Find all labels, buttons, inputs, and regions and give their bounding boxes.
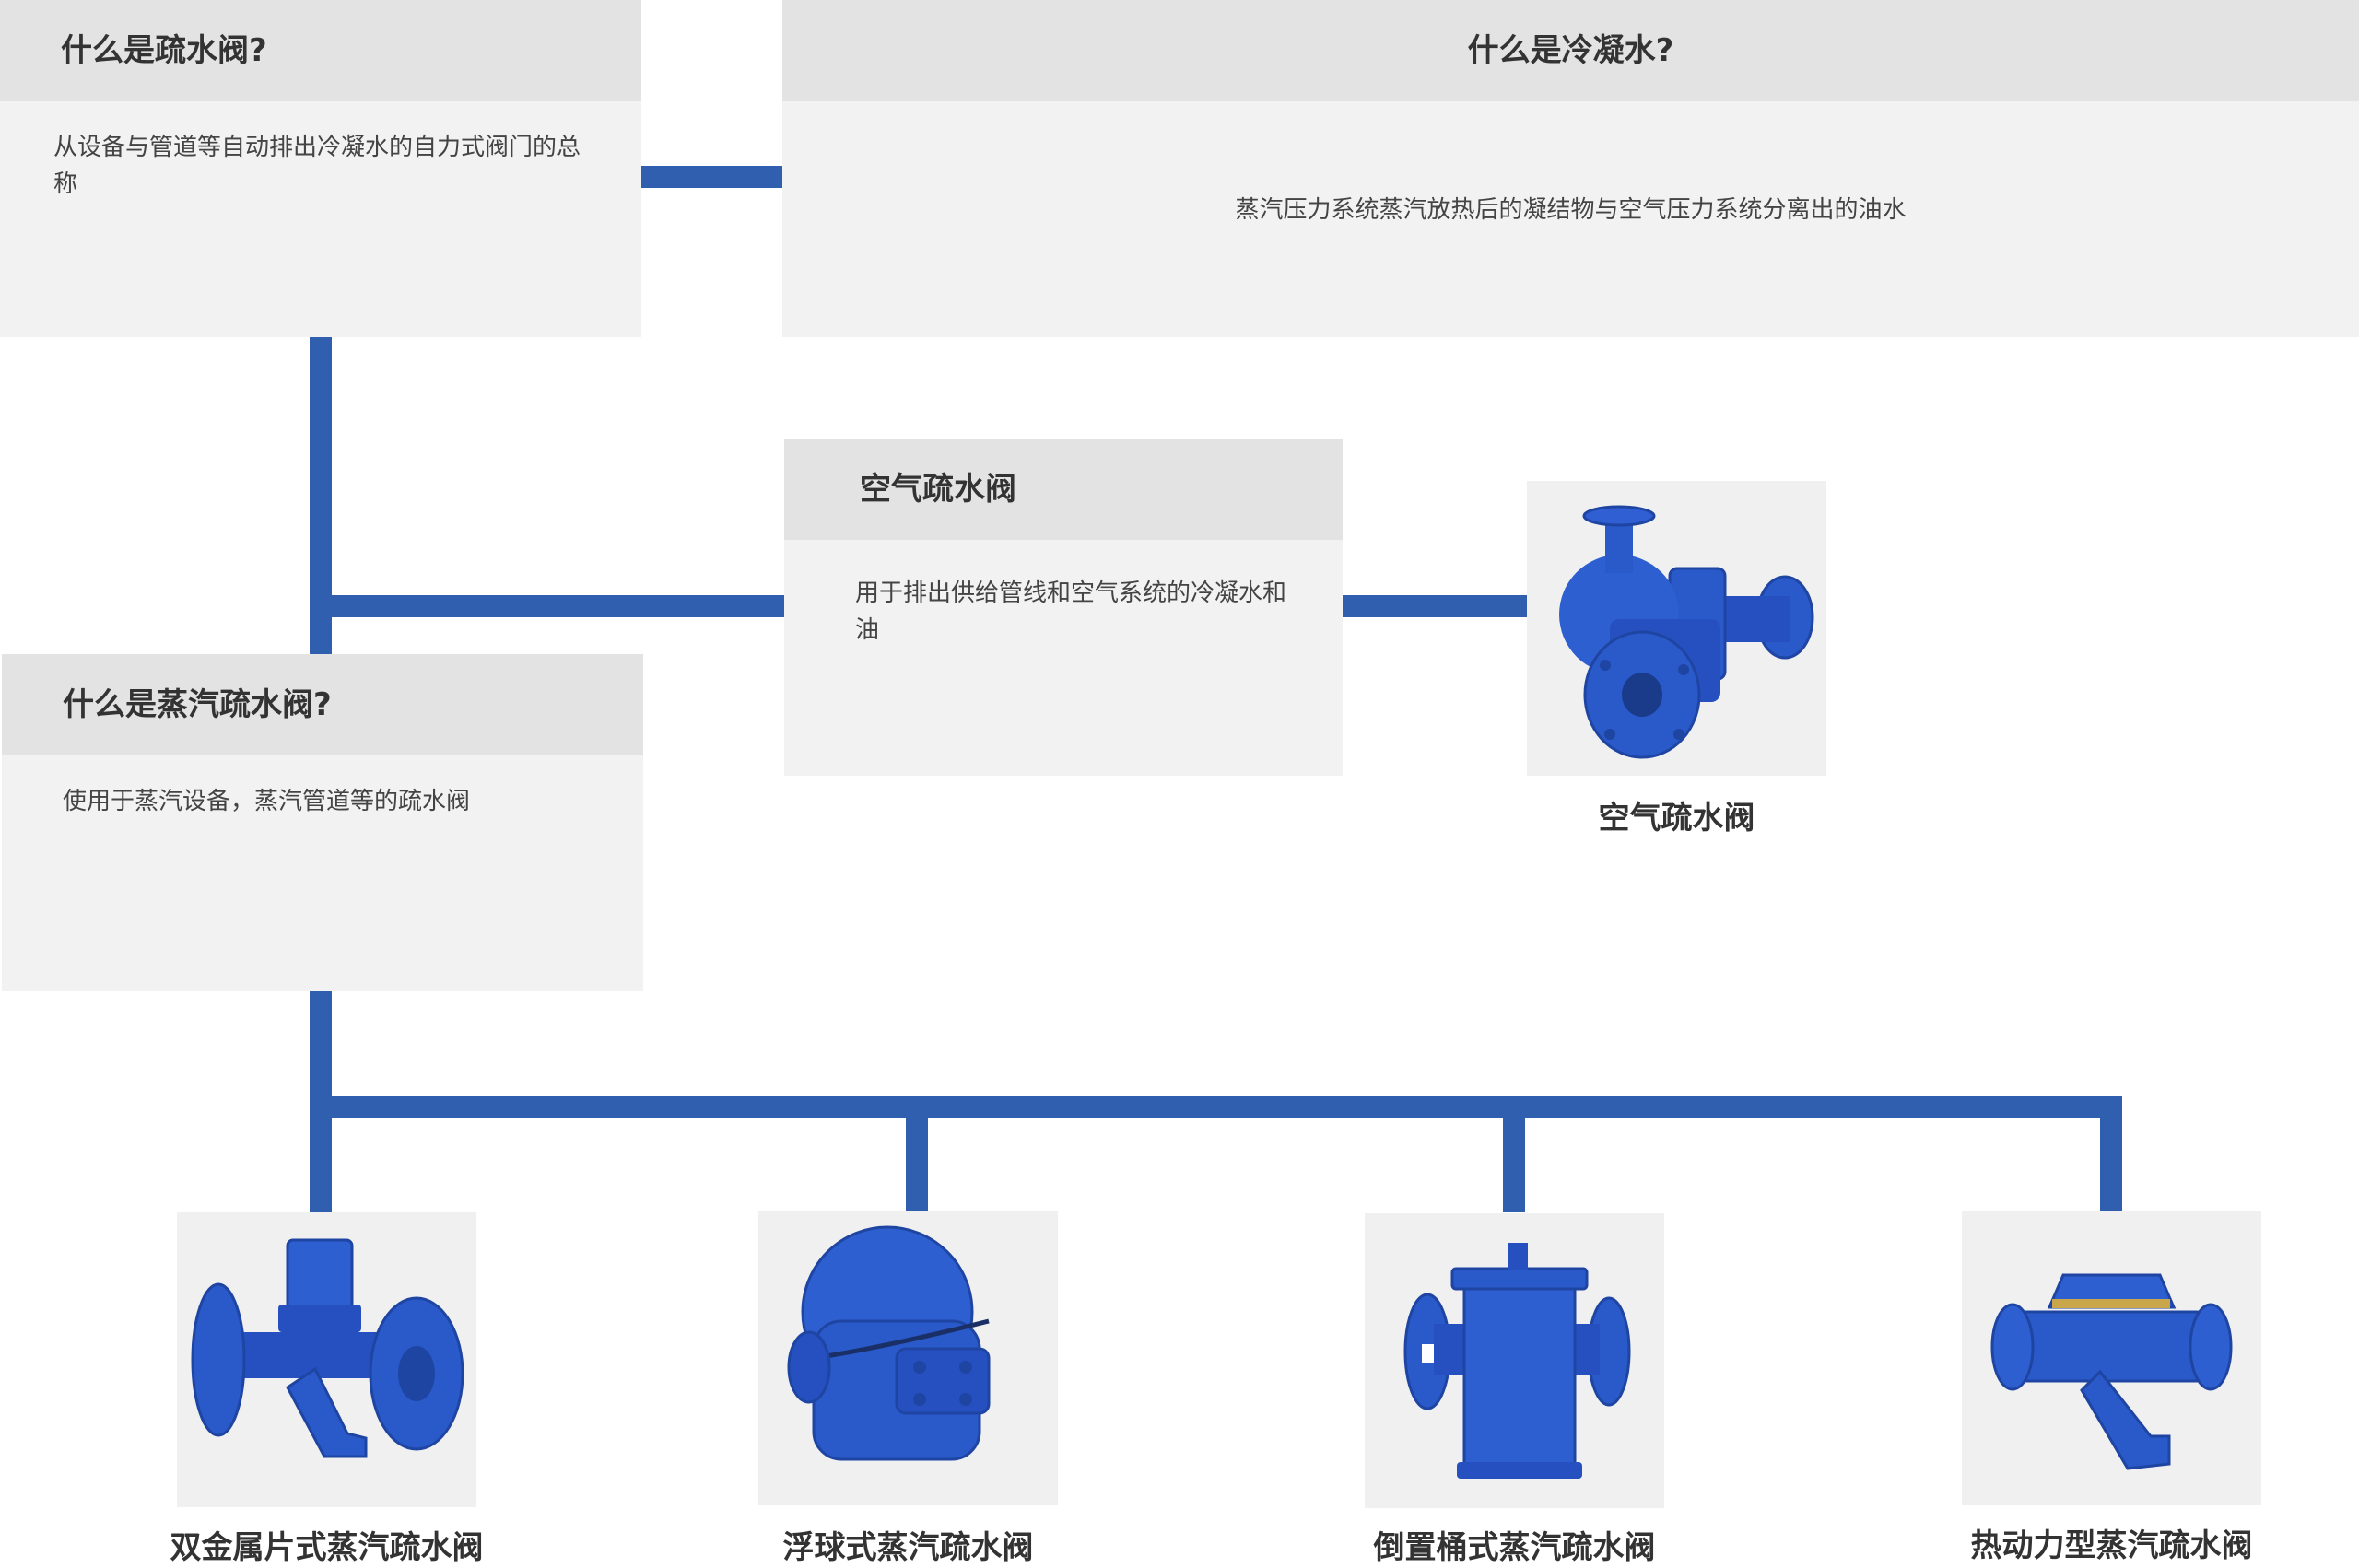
thermodynamic-trap-icon	[1990, 1273, 2233, 1470]
connector-product-2	[906, 1096, 928, 1212]
what-is-steam-trap-title: 什么是蒸汽疏水阀?	[63, 686, 332, 723]
air-trap-card-title: 空气疏水阀	[860, 471, 1016, 508]
card-header: 空气疏水阀	[784, 439, 1343, 540]
card-header: 什么是蒸汽疏水阀?	[2, 654, 643, 755]
product-caption-inverted-bucket: 倒置桶式蒸汽疏水阀	[1373, 1529, 1656, 1566]
bimetal-trap-icon	[191, 1238, 464, 1458]
product-caption-thermodynamic: 热动力型蒸汽疏水阀	[1970, 1527, 2253, 1564]
air-trap-image[interactable]	[1527, 481, 1826, 776]
what-is-steam-trap-desc: 使用于蒸汽设备，蒸汽管道等的疏水阀	[63, 788, 471, 815]
what-is-condensate-title: 什么是冷凝水?	[1467, 32, 1674, 69]
air-trap-caption: 空气疏水阀	[1598, 800, 1755, 837]
inverted-bucket-trap-icon	[1403, 1243, 1631, 1479]
card-header: 什么是疏水阀?	[0, 0, 641, 101]
what-is-steam-trap-card: 什么是蒸汽疏水阀? 使用于蒸汽设备，蒸汽管道等的疏水阀	[2, 654, 643, 991]
connector-product-4	[2100, 1096, 2122, 1212]
product-image-inverted-bucket[interactable]	[1365, 1213, 1664, 1508]
what-is-condensate-desc: 蒸汽压力系统蒸汽放热后的凝结物与空气压力系统分离出的油水	[1235, 196, 1907, 224]
product-image-bimetal[interactable]	[177, 1212, 476, 1507]
float-trap-icon	[787, 1225, 991, 1461]
air-trap-valve-icon	[1559, 505, 1814, 759]
product-image-thermodynamic[interactable]	[1962, 1211, 2261, 1505]
connector-trap-to-condensate	[641, 166, 782, 188]
connector-product-3	[1503, 1096, 1525, 1212]
product-image-float[interactable]	[758, 1211, 1058, 1505]
what-is-trap-desc: 从设备与管道等自动排出冷凝水的自力式阀门的总称	[53, 134, 581, 198]
air-trap-card: 空气疏水阀 用于排出供给管线和空气系统的冷凝水和油	[784, 439, 1343, 776]
connector-to-air-trap-box	[310, 595, 784, 617]
product-caption-float: 浮球式蒸汽疏水阀	[782, 1529, 1034, 1566]
product-caption-bimetal: 双金属片式蒸汽疏水阀	[170, 1529, 484, 1566]
what-is-condensate-card: 什么是冷凝水? 蒸汽压力系统蒸汽放热后的凝结物与空气压力系统分离出的油水	[782, 0, 2359, 337]
air-trap-card-desc: 用于排出供给管线和空气系统的冷凝水和油	[855, 579, 1287, 644]
what-is-trap-card: 什么是疏水阀? 从设备与管道等自动排出冷凝水的自力式阀门的总称	[0, 0, 641, 337]
connector-product-bus	[310, 1096, 2122, 1118]
card-header: 什么是冷凝水?	[782, 0, 2359, 101]
connector-air-box-to-photo	[1343, 595, 1527, 617]
what-is-trap-title: 什么是疏水阀?	[61, 32, 267, 69]
